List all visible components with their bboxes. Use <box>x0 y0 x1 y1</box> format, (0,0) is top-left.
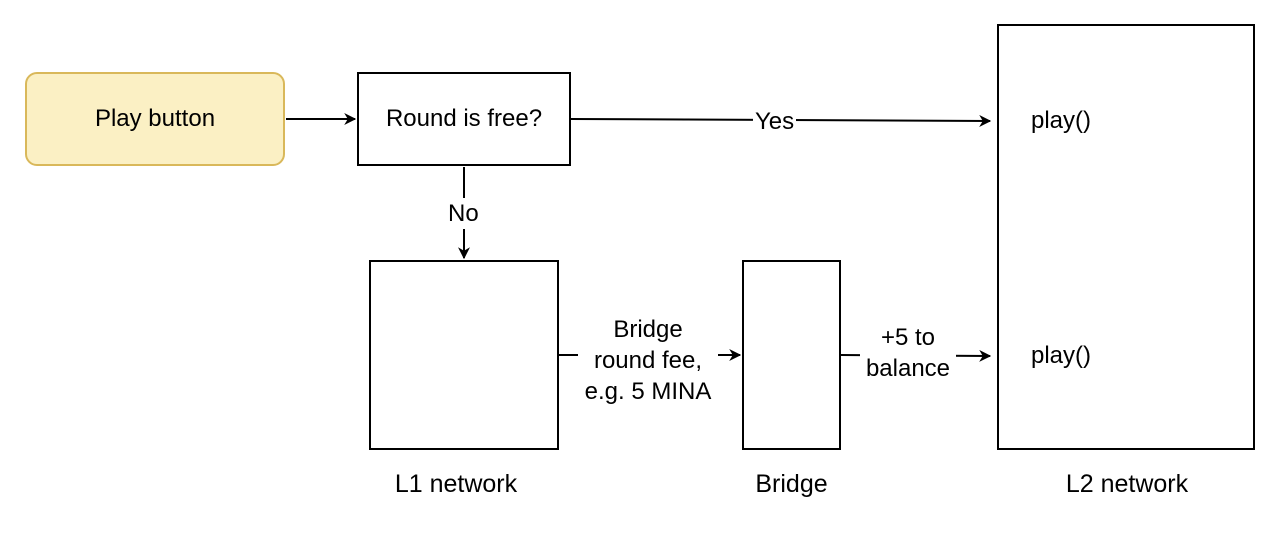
bridge-box <box>742 260 841 450</box>
decision-node: Round is free? <box>357 72 571 166</box>
caption-l2-network: L2 network <box>1065 470 1189 498</box>
balance-line-1: +5 to <box>880 324 936 351</box>
play-button-label: Play button <box>94 105 216 132</box>
decision-label: Round is free? <box>385 105 543 132</box>
edge-label-yes: Yes <box>753 106 797 138</box>
play-button-node: Play button <box>25 72 285 166</box>
bridge-fee-line-2: round fee, <box>593 347 703 375</box>
l2-play-bottom: play() <box>1031 342 1092 369</box>
edge-label-bridge-fee: Bridge round fee, e.g. 5 MINA <box>578 314 718 408</box>
edge-label-no: No <box>446 198 481 230</box>
l2-play-top: play() <box>1031 107 1092 134</box>
l1-network-box <box>369 260 559 450</box>
l2-network-box <box>997 24 1255 450</box>
caption-bridge: Bridge <box>755 470 828 498</box>
caption-l1-network: L1 network <box>394 470 518 498</box>
bridge-fee-line-1: Bridge <box>613 316 683 343</box>
edge-label-balance: +5 to balance <box>860 322 956 385</box>
balance-line-2: balance <box>865 355 951 383</box>
bridge-fee-line-3: e.g. 5 MINA <box>584 378 712 406</box>
